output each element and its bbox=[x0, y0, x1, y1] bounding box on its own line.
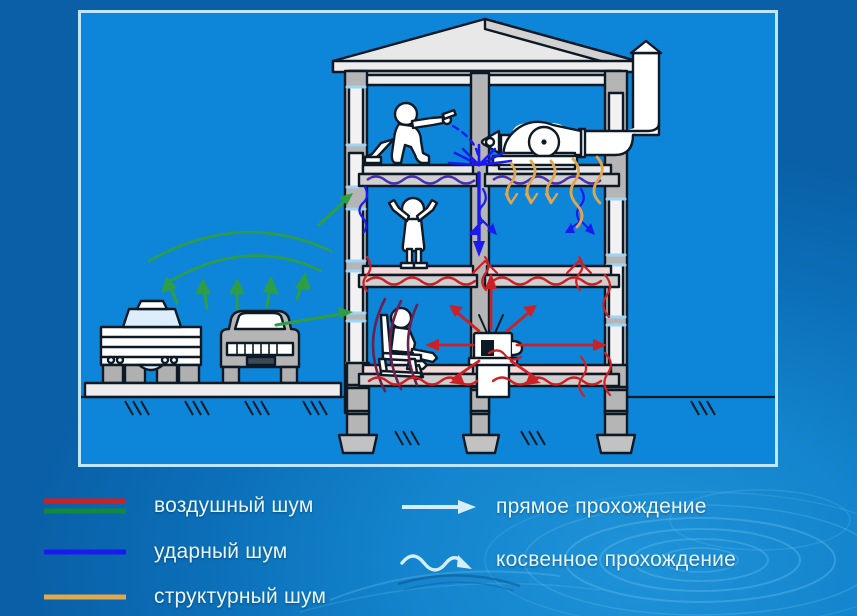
person-covering-ears bbox=[387, 196, 439, 270]
road-slab bbox=[83, 381, 343, 399]
diagram-frame bbox=[78, 10, 778, 467]
truck bbox=[99, 299, 203, 385]
legend: воздушный шум ударный шум структурный шу… bbox=[0, 467, 857, 616]
building-cross-section-diagram bbox=[81, 13, 775, 464]
hvac-fan-unit bbox=[480, 120, 583, 171]
structure-borne-noise-orange bbox=[504, 155, 604, 229]
legend-swatch-structure bbox=[40, 585, 130, 609]
straight-arrow-icon bbox=[400, 495, 480, 519]
legend-item-indirect: косвенное прохождение bbox=[400, 547, 736, 573]
flanking-wave-violet bbox=[366, 175, 602, 185]
legend-swatch-impact bbox=[40, 540, 130, 564]
airborne-noise-red bbox=[362, 255, 612, 398]
airborne-noise-green bbox=[147, 193, 353, 327]
legend-label-indirect: косвенное прохождение bbox=[496, 548, 736, 571]
ground-hatching bbox=[81, 395, 775, 446]
legend-item-structure: структурный шум bbox=[40, 585, 326, 609]
legend-item-impact: ударный шум bbox=[40, 540, 287, 564]
person-drilling bbox=[363, 101, 457, 165]
legend-label-impact: ударный шум bbox=[154, 540, 288, 563]
legend-swatch-airborne bbox=[40, 494, 130, 518]
legend-label-structure: структурный шум bbox=[154, 585, 327, 608]
legend-label-airborne: воздушный шум bbox=[154, 494, 314, 517]
legend-item-direct: прямое прохождение bbox=[400, 495, 707, 519]
wavy-arrow-icon bbox=[400, 547, 480, 573]
legend-item-airborne: воздушный шум bbox=[40, 494, 314, 518]
legend-label-direct: прямое прохождение bbox=[496, 495, 707, 518]
